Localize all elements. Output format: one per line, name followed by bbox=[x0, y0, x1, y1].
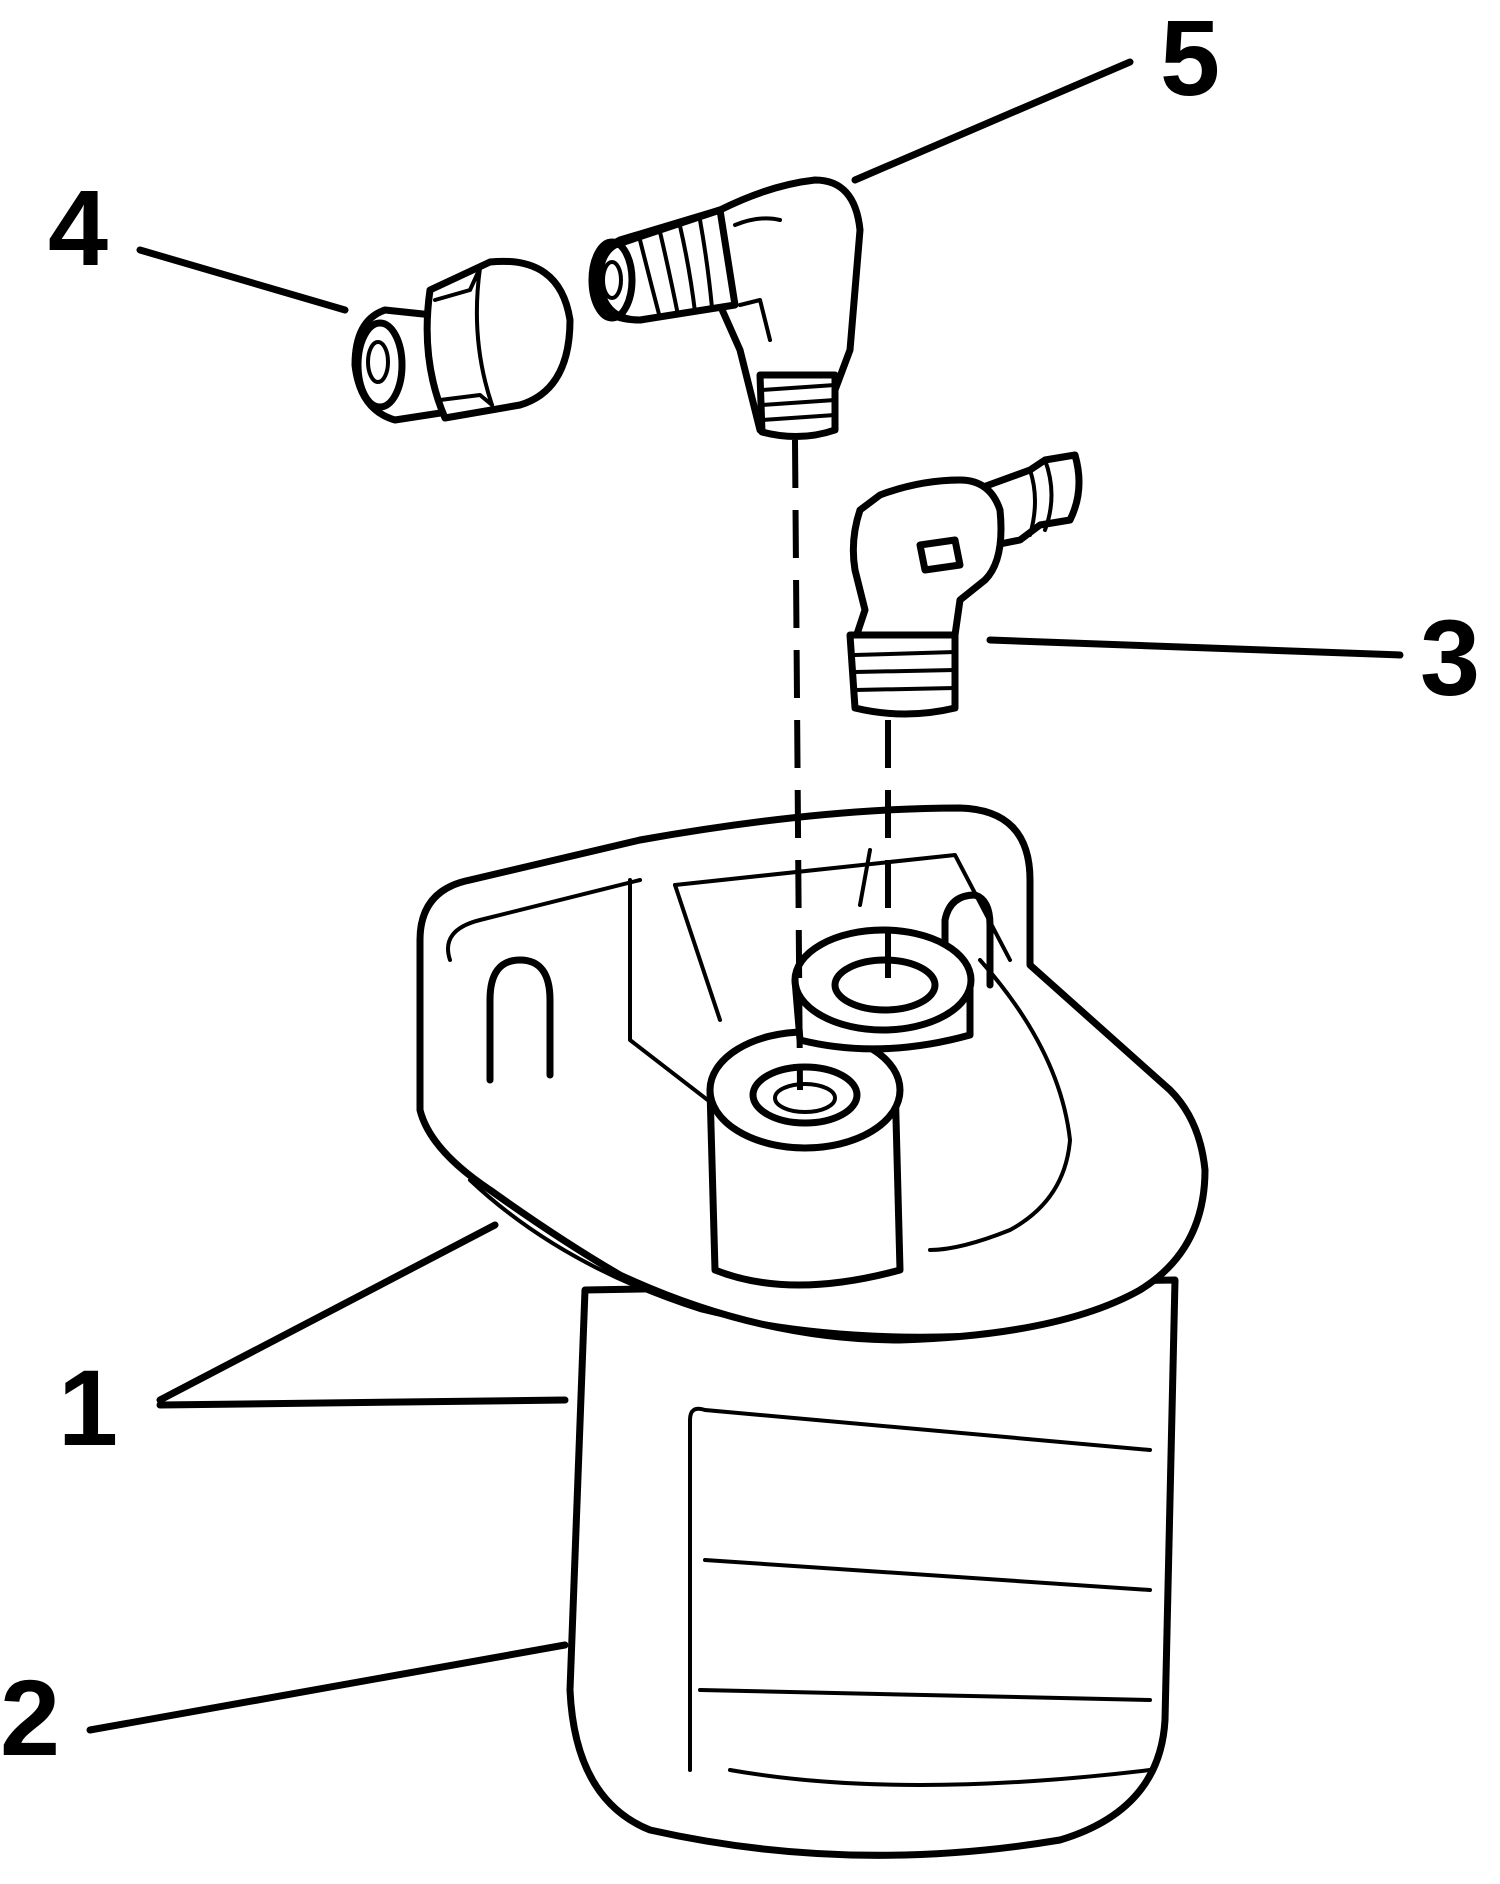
leader-line-3 bbox=[986, 636, 1404, 659]
leader-line-4 bbox=[136, 246, 349, 314]
leader-line-5 bbox=[851, 58, 1134, 184]
flare-nut bbox=[351, 257, 574, 424]
leader-line-2 bbox=[86, 1641, 569, 1734]
outlet-boss bbox=[791, 926, 975, 1053]
leader-line-1a bbox=[156, 1221, 499, 1404]
hose-barb-fitting bbox=[846, 451, 1083, 718]
leader-line-1b bbox=[156, 1396, 569, 1409]
callout-5: 5 bbox=[1160, 0, 1220, 118]
callout-1: 1 bbox=[58, 1347, 118, 1468]
elbow-fitting bbox=[588, 176, 864, 441]
inlet-boss bbox=[706, 1028, 904, 1289]
callout-2: 2 bbox=[0, 1657, 60, 1778]
assembly-line-elbow bbox=[792, 439, 803, 1091]
callout-4: 4 bbox=[48, 167, 108, 288]
callout-3: 3 bbox=[1420, 597, 1480, 718]
filter-bowl bbox=[566, 1276, 1179, 1859]
